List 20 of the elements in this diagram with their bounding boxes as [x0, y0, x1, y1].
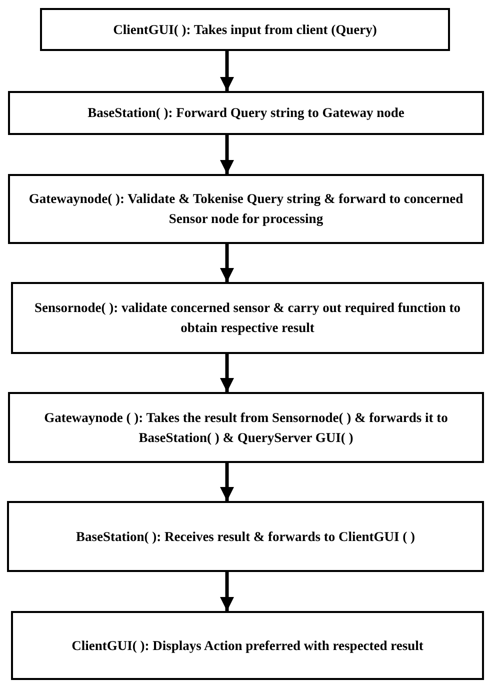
arrow: [220, 572, 234, 611]
arrow: [220, 244, 234, 282]
process-box: [7, 501, 484, 572]
process-box: [11, 611, 484, 680]
arrow: [220, 354, 234, 392]
process-box: [40, 8, 450, 51]
step-text: Sensornode( ): validate concerned sensor & carry out required function to obtain respective result: [34, 299, 462, 337]
process-box: [8, 392, 484, 463]
arrow: [220, 51, 234, 91]
step-text: Gatewaynode ( ): Takes the result from Sensornode( ) & forwards it to BaseStation( ) & QueryServer GUI( ): [43, 408, 449, 447]
step-text: BaseStation( ): Forward Query string to Gateway node: [88, 104, 404, 122]
arrow: [220, 463, 234, 501]
step-text: ClientGUI( ): Displays Action preferred with respected result: [72, 636, 424, 655]
step-text: BaseStation( ): Receives result & forwards to ClientGUI ( ): [76, 528, 416, 546]
process-box: [8, 91, 484, 135]
process-box: [11, 282, 484, 354]
step-text: Gatewaynode( ): Validate & Tokenise Query string & forward to concerned Sensor node for processing: [28, 190, 464, 228]
process-box: [8, 174, 484, 244]
step-text: ClientGUI( ): Takes input from client (Query): [113, 20, 377, 39]
arrow: [220, 135, 234, 174]
